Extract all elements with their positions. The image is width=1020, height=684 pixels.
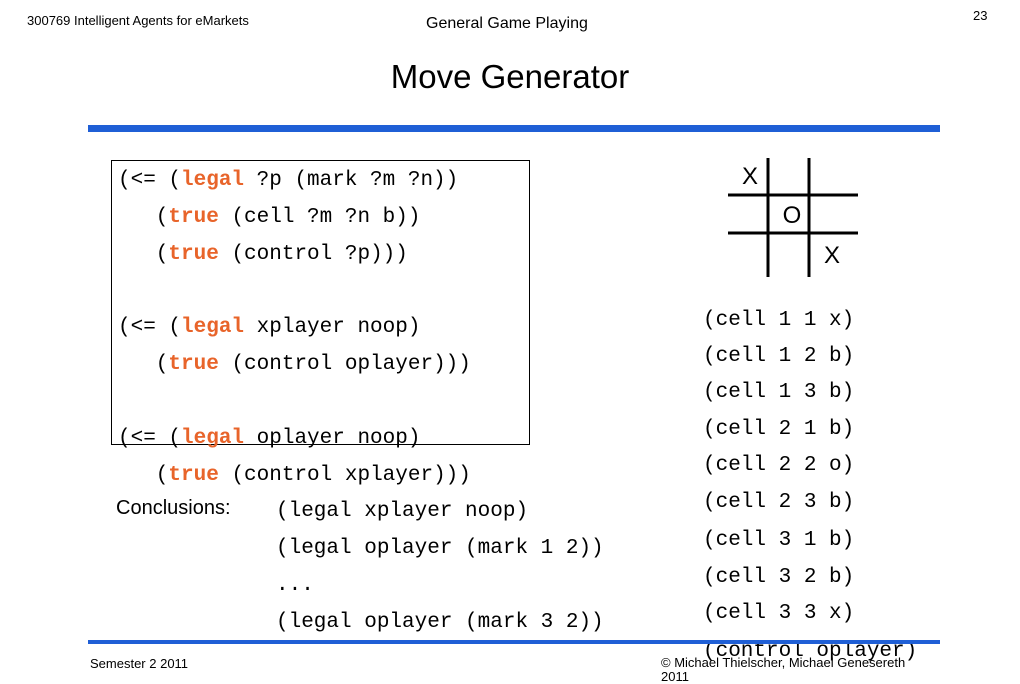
state-fact: (cell 2 2 o) bbox=[703, 454, 855, 477]
rule2-line1: (<= (legal xplayer noop) bbox=[118, 316, 421, 339]
footer-divider bbox=[88, 640, 940, 644]
footer-semester: Semester 2 2011 bbox=[90, 656, 189, 671]
state-fact: (cell 2 3 b) bbox=[703, 491, 855, 514]
rules-box bbox=[111, 160, 530, 445]
conclusion-line: (legal xplayer noop) bbox=[276, 500, 529, 523]
board-cell: X bbox=[742, 163, 758, 190]
copyright-line: 2011 bbox=[661, 669, 689, 684]
rule3-line2: (true (control xplayer))) bbox=[118, 464, 471, 487]
state-fact: (cell 1 3 b) bbox=[703, 381, 855, 404]
copyright-line: © Michael Thielscher, Michael Genesereth bbox=[661, 655, 906, 670]
conclusions-label: Conclusions: bbox=[116, 497, 231, 519]
conclusion-line: ... bbox=[276, 574, 314, 597]
rule1-line3: (true (control ?p))) bbox=[118, 243, 408, 266]
board-cell: O bbox=[783, 202, 802, 229]
board-cell: X bbox=[824, 242, 840, 269]
conclusion-line: (legal oplayer (mark 3 2)) bbox=[276, 611, 604, 634]
course-title: 300769 Intelligent Agents for eMarkets bbox=[27, 13, 249, 28]
slide-title: Move Generator bbox=[390, 58, 630, 95]
title-divider bbox=[88, 125, 940, 132]
tictactoe-board: X O X bbox=[728, 158, 858, 277]
state-fact: (control oplayer) bbox=[703, 640, 918, 663]
state-fact: (cell 3 1 b) bbox=[703, 529, 855, 552]
topic-title: General Game Playing bbox=[426, 15, 588, 32]
state-fact: (cell 2 1 b) bbox=[703, 418, 855, 441]
page-number: 23 bbox=[973, 8, 988, 23]
state-fact: (cell 1 2 b) bbox=[703, 345, 855, 368]
rule3-line1: (<= (legal oplayer noop) bbox=[118, 427, 421, 450]
rule1-line1: (<= (legal ?p (mark ?m ?n)) bbox=[118, 169, 459, 192]
state-fact: (cell 3 3 x) bbox=[703, 602, 855, 625]
state-fact: (cell 3 2 b) bbox=[703, 566, 855, 589]
conclusion-line: (legal oplayer (mark 1 2)) bbox=[276, 537, 604, 560]
rule2-line2: (true (control oplayer))) bbox=[118, 353, 471, 376]
state-fact: (cell 1 1 x) bbox=[703, 309, 855, 332]
rule1-line2: (true (cell ?m ?n b)) bbox=[118, 206, 421, 229]
